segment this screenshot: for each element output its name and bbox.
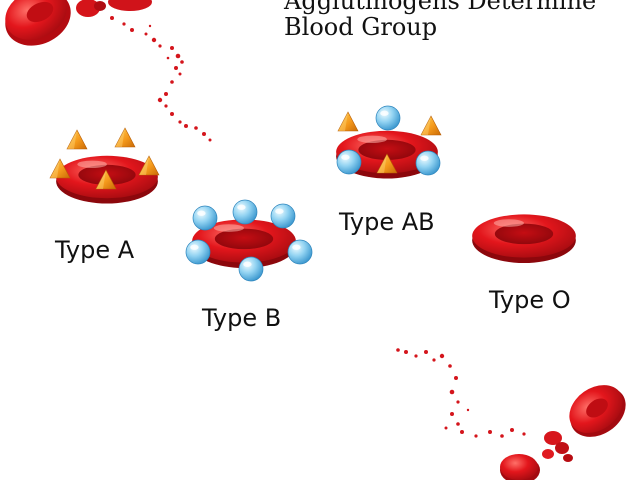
rbc-type-ab	[336, 105, 442, 179]
diagram-title: Agglutinogens Determine Blood Group	[284, 0, 596, 40]
label-type-a: Type A	[55, 236, 135, 264]
label-type-b: Type B	[202, 304, 282, 332]
blood-droplet-trail-bottom	[396, 348, 526, 438]
decorative-blood-cells-bottom-right	[500, 385, 626, 480]
antigen-b-sphere	[375, 105, 401, 131]
antigen-b-sphere	[185, 239, 211, 265]
rbc-type-o-body	[472, 214, 576, 263]
antigen-b-sphere	[336, 149, 362, 175]
rbc-type-o	[472, 214, 576, 263]
title-line-1: Agglutinogens Determine	[284, 0, 597, 15]
antigen-a-triangle	[114, 127, 136, 148]
decorative-blood-cells-top-left	[5, 0, 152, 46]
antigen-b-sphere	[287, 239, 313, 265]
antigen-b-sphere	[232, 199, 258, 225]
antigen-b-sphere	[192, 205, 218, 231]
blood-droplet-trail-top	[110, 16, 212, 142]
title-line-2: Blood Group	[284, 13, 438, 41]
antigen-b-sphere	[415, 150, 441, 176]
antigen-a-triangle	[420, 115, 442, 136]
rbc-type-a	[49, 127, 160, 204]
rbc-type-b	[185, 199, 313, 282]
antigen-b-sphere	[270, 203, 296, 229]
label-type-ab: Type AB	[339, 208, 435, 236]
antigen-a-triangle	[66, 129, 88, 150]
antigen-a-triangle	[337, 111, 359, 132]
label-type-o: Type O	[489, 286, 571, 314]
antigen-b-sphere	[238, 256, 264, 282]
